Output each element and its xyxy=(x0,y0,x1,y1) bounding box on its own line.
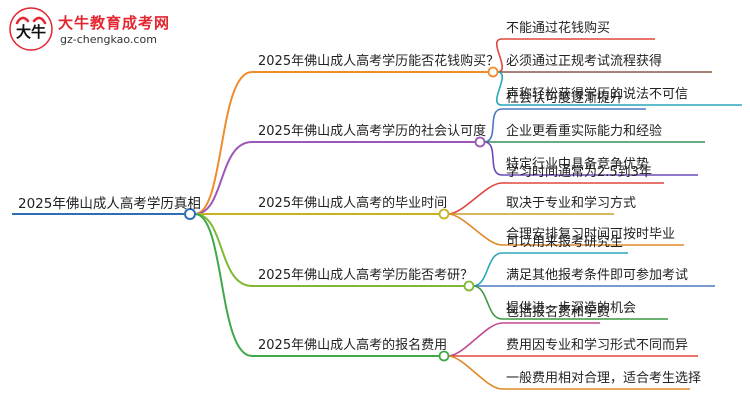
leaf-topic: 费用因专业和学习形式不同而异 xyxy=(506,338,689,353)
branch-node[interactable] xyxy=(463,280,475,292)
leaf-connector xyxy=(472,285,503,320)
branch-node[interactable] xyxy=(438,208,450,220)
leaf-connector xyxy=(447,182,503,215)
leaf-topic: 声称轻松获得学历的说法不可信 xyxy=(506,87,689,102)
leaf-connector xyxy=(472,252,503,287)
bull-logo-icon: 大牛 xyxy=(9,7,53,51)
leaf-topic: 学习时间通常为2.5到3年 xyxy=(506,165,652,180)
branch-connector xyxy=(194,213,253,357)
logo-name: 大牛教育成考网 xyxy=(58,14,171,32)
leaf-connector xyxy=(483,141,503,176)
leaf-connector xyxy=(447,322,503,357)
branch-topic: 2025年佛山成人高考学历的社会认可度 xyxy=(258,124,487,139)
root-node[interactable] xyxy=(184,208,196,220)
leaf-topic: 不能通过花钱购买 xyxy=(506,21,611,36)
site-logo[interactable]: 大牛 大牛教育成考网 gz-chengkao.com xyxy=(8,6,178,52)
leaf-topic: 特定行业中具备竞争优势 xyxy=(506,157,650,172)
branch-connector xyxy=(194,141,253,215)
branch-connector xyxy=(194,213,253,287)
branch-node[interactable] xyxy=(487,66,499,78)
leaf-topic: 一般费用相对合理，适合考生选择 xyxy=(506,371,702,386)
branch-node[interactable] xyxy=(438,350,450,362)
leaf-topic: 社会认可度逐渐提升 xyxy=(506,91,624,106)
leaf-topic: 满足其他报考条件即可参加考试 xyxy=(506,268,689,283)
leaf-topic: 可以用来报考研究生 xyxy=(506,235,624,250)
branch-topic: 2025年佛山成人高考学历能否花钱购买？ xyxy=(258,54,500,69)
leaf-topic: 合理安排复习时间可按时毕业 xyxy=(506,227,676,242)
leaf-connector xyxy=(483,108,503,143)
branch-connector xyxy=(194,71,253,215)
logo-url: gz-chengkao.com xyxy=(60,33,157,46)
branch-node[interactable] xyxy=(474,136,486,148)
branch-topic: 2025年佛山成人高考的毕业时间 xyxy=(258,196,448,211)
branch-topic: 2025年佛山成人高考学历能否考研？ xyxy=(258,268,474,283)
leaf-connector xyxy=(495,71,504,106)
leaf-topic: 取决于专业和学习方式 xyxy=(506,196,637,211)
leaf-topic: 必须通过正规考试流程获得 xyxy=(506,54,663,69)
branch-topic: 2025年佛山成人高考的报名费用 xyxy=(258,338,448,353)
leaf-topic: 包括报名费和学费 xyxy=(506,305,611,320)
leaf-connector xyxy=(495,38,504,73)
leaf-topic: 提供进一步深造的机会 xyxy=(506,301,637,316)
root-topic: 2025年佛山成人高考学历真相 xyxy=(18,196,201,212)
leaf-connector xyxy=(447,213,503,246)
svg-text:大牛: 大牛 xyxy=(16,23,46,41)
leaf-topic: 企业更看重实际能力和经验 xyxy=(506,124,663,139)
leaf-connector xyxy=(447,355,503,390)
